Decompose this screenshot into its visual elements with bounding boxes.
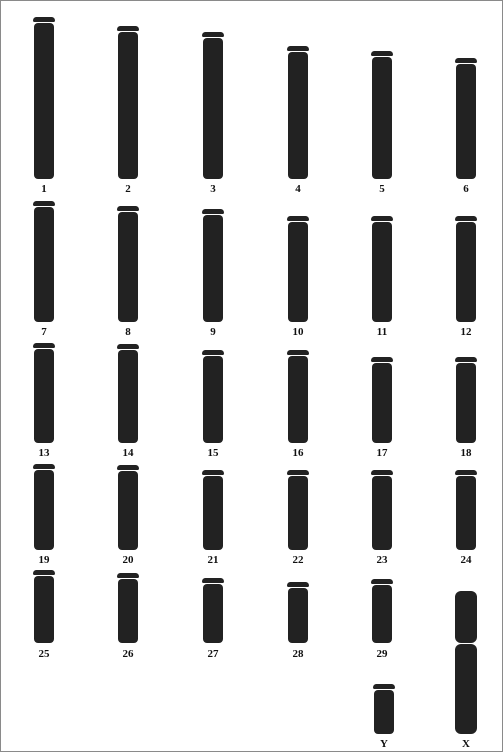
chromosome-x <box>455 591 477 734</box>
chromosome-24 <box>455 470 477 550</box>
chromosome-1 <box>33 17 55 179</box>
chromosome-y <box>373 684 395 734</box>
chromosome-19 <box>33 464 55 550</box>
chromosome-label-9: 9 <box>198 326 228 338</box>
chromosome-label-20: 20 <box>113 554 143 566</box>
chromosome-label-5: 5 <box>367 183 397 195</box>
chromosome-8 <box>117 206 139 322</box>
chromosome-4 <box>287 46 309 179</box>
chromosome-3 <box>202 32 224 179</box>
chromosome-label-26: 26 <box>113 648 143 660</box>
chromosome-23 <box>371 470 393 550</box>
chromosome-label-8: 8 <box>113 326 143 338</box>
chromosome-27 <box>202 578 224 643</box>
chromosome-label-6: 6 <box>451 183 481 195</box>
chromosome-label-17: 17 <box>367 447 397 459</box>
chromosome-label-19: 19 <box>29 554 59 566</box>
chromosome-25 <box>33 570 55 643</box>
chromosome-label-1: 1 <box>29 183 59 195</box>
chromosome-label-x: X <box>451 738 481 750</box>
chromosome-label-24: 24 <box>451 554 481 566</box>
chromosome-14 <box>117 344 139 443</box>
chromosome-label-18: 18 <box>451 447 481 459</box>
chromosome-label-4: 4 <box>283 183 313 195</box>
chromosome-label-13: 13 <box>29 447 59 459</box>
chromosome-17 <box>371 357 393 443</box>
chromosome-15 <box>202 350 224 443</box>
chromosome-label-21: 21 <box>198 554 228 566</box>
chromosome-29 <box>371 579 393 643</box>
chromosome-6 <box>455 58 477 179</box>
chromosome-10 <box>287 216 309 322</box>
chromosome-18 <box>455 357 477 443</box>
chromosome-28 <box>287 582 309 643</box>
chromosome-label-14: 14 <box>113 447 143 459</box>
chromosome-label-15: 15 <box>198 447 228 459</box>
chromosome-label-10: 10 <box>283 326 313 338</box>
chromosome-label-29: 29 <box>367 648 397 660</box>
chromosome-label-22: 22 <box>283 554 313 566</box>
chromosome-label-16: 16 <box>283 447 313 459</box>
chromosome-label-23: 23 <box>367 554 397 566</box>
chromosome-16 <box>287 350 309 443</box>
chromosome-label-2: 2 <box>113 183 143 195</box>
chromosome-22 <box>287 470 309 550</box>
chromosome-11 <box>371 216 393 322</box>
chromosome-20 <box>117 465 139 550</box>
chromosome-5 <box>371 51 393 179</box>
chromosome-12 <box>455 216 477 322</box>
chromosome-label-25: 25 <box>29 648 59 660</box>
chromosome-label-7: 7 <box>29 326 59 338</box>
chromosome-9 <box>202 209 224 322</box>
chromosome-label-y: Y <box>369 738 399 750</box>
chromosome-26 <box>117 573 139 643</box>
chromosome-label-27: 27 <box>198 648 228 660</box>
chromosome-label-12: 12 <box>451 326 481 338</box>
chromosome-2 <box>117 26 139 179</box>
chromosome-7 <box>33 201 55 322</box>
chromosome-label-3: 3 <box>198 183 228 195</box>
chromosome-label-11: 11 <box>367 326 397 338</box>
chromosome-label-28: 28 <box>283 648 313 660</box>
chromosome-21 <box>202 470 224 550</box>
chromosome-13 <box>33 343 55 443</box>
